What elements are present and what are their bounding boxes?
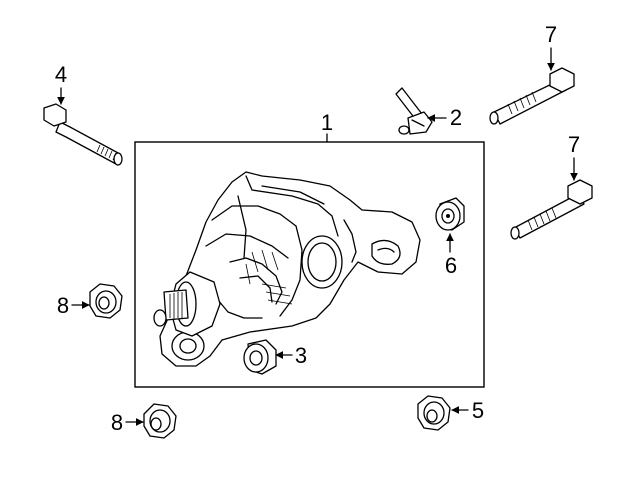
rear-bushing[interactable] bbox=[435, 197, 465, 231]
upper-bolt[interactable] bbox=[489, 67, 575, 125]
left-bolt[interactable] bbox=[43, 103, 123, 166]
callout-2: 2 bbox=[450, 105, 462, 130]
callout-5: 5 bbox=[472, 398, 484, 423]
callout-7-top: 7 bbox=[545, 22, 557, 47]
callout-8-bottom: 8 bbox=[111, 410, 123, 435]
callout-4: 4 bbox=[55, 62, 67, 87]
assembly-frame bbox=[134, 141, 485, 388]
lower-right-bolt[interactable] bbox=[510, 179, 593, 240]
callout-3: 3 bbox=[295, 343, 307, 368]
callout-1: 1 bbox=[321, 110, 333, 135]
callout-6: 6 bbox=[445, 253, 457, 278]
front-bushing[interactable] bbox=[243, 339, 277, 375]
left-nut[interactable] bbox=[89, 283, 123, 319]
vent-fitting[interactable] bbox=[395, 87, 433, 135]
callout-7-lower: 7 bbox=[568, 132, 580, 157]
right-lower-nut[interactable] bbox=[417, 395, 451, 431]
callout-8-left: 8 bbox=[57, 293, 69, 318]
bottom-nut[interactable] bbox=[143, 403, 177, 439]
differential-housing[interactable] bbox=[153, 171, 421, 367]
